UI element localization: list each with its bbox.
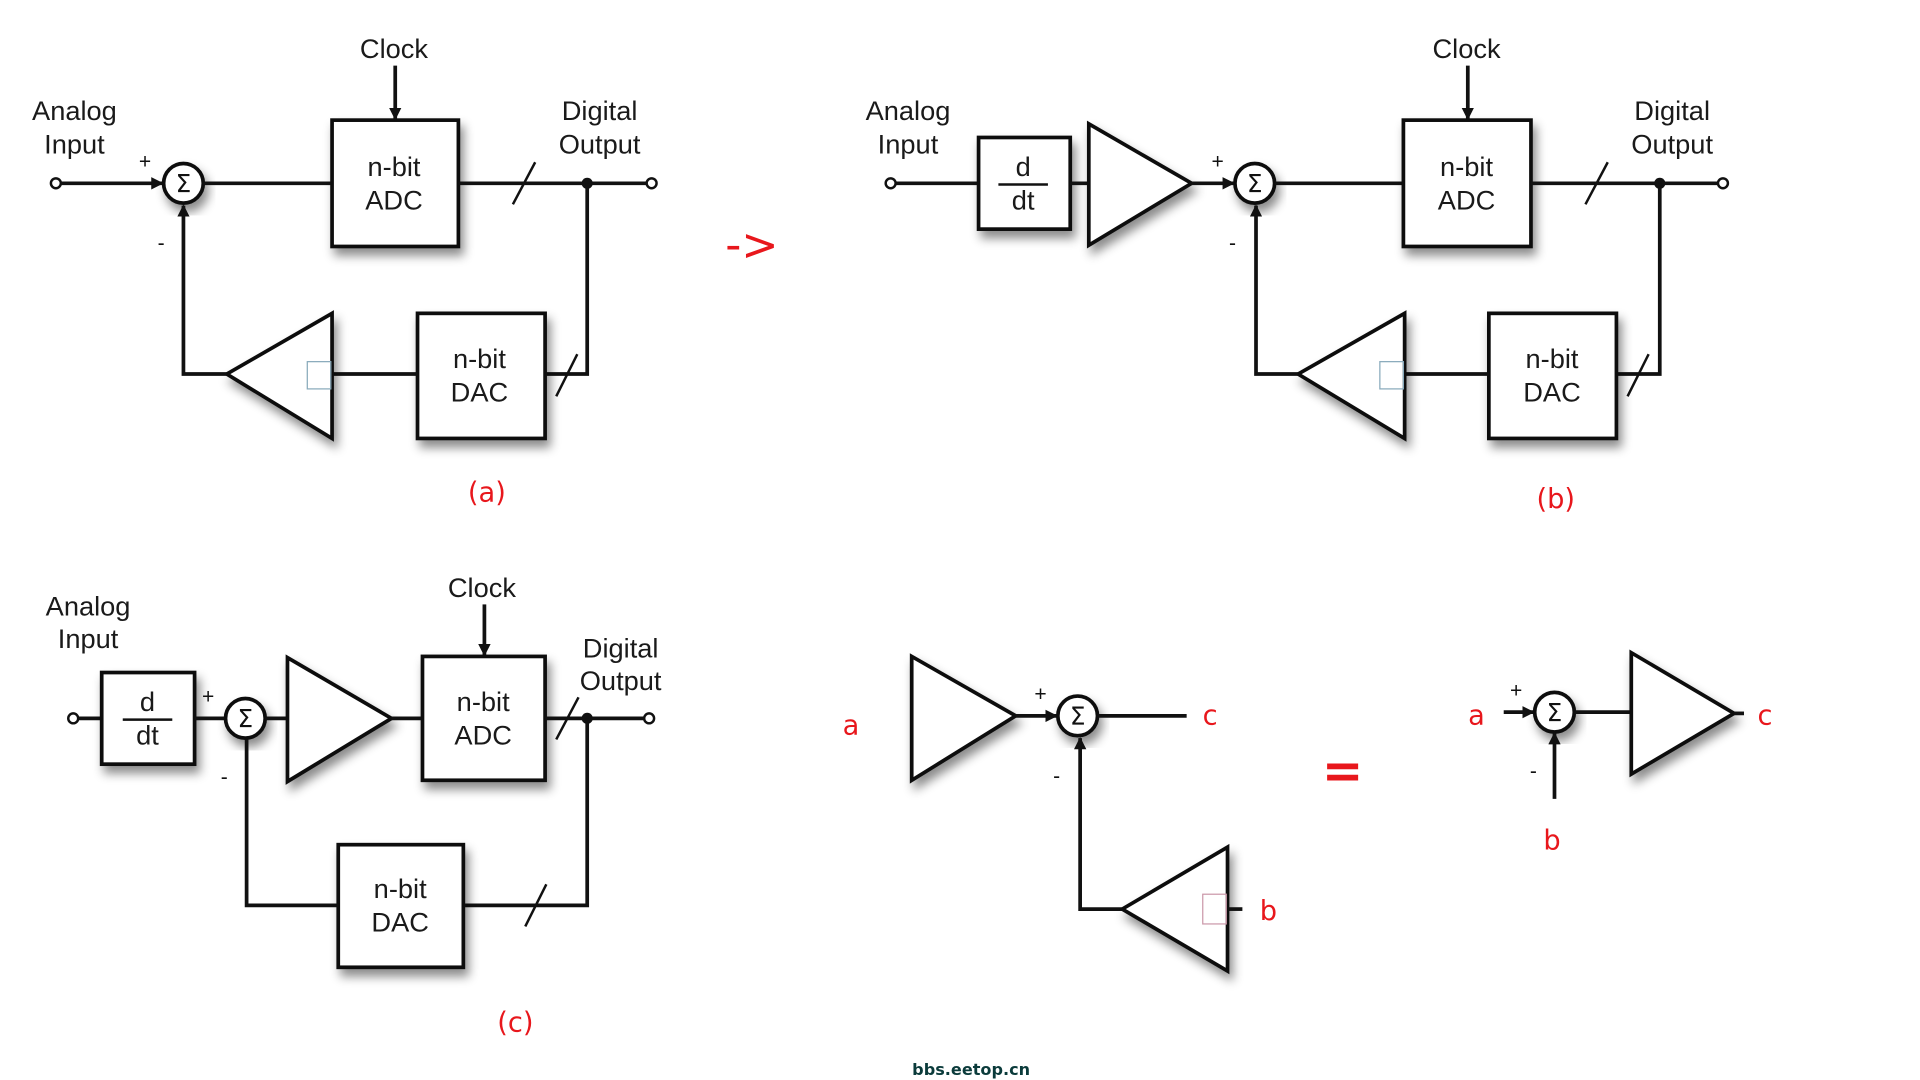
amp-marker-box — [306, 361, 332, 390]
analog-input-label: Analog — [32, 95, 117, 126]
feedback-wire — [1073, 736, 1123, 911]
bus-slash — [1626, 353, 1650, 397]
bus-slash — [524, 883, 548, 927]
amplifier-triangle — [909, 653, 1020, 784]
plus-sign: + — [1211, 150, 1223, 173]
feedback-wire — [1616, 183, 1662, 376]
adc-label-2: ADC — [1438, 184, 1496, 215]
adc-label-1: n-bit — [367, 151, 420, 182]
plus-sign: + — [139, 150, 151, 173]
label-b: (b) — [1536, 484, 1575, 515]
analog-input-label: Analog — [46, 591, 131, 622]
dac-label-2: DAC — [451, 376, 509, 407]
signal-a-label: a — [843, 710, 860, 741]
signal-c-label: c — [1758, 701, 1773, 732]
dac-block — [1486, 311, 1619, 441]
amp-marker-box — [1379, 361, 1405, 390]
amplifier-triangle — [1086, 120, 1196, 249]
clock-label: Clock — [1433, 33, 1501, 64]
minus-sign: - — [158, 232, 165, 255]
output-terminal — [642, 712, 656, 725]
ddt-numerator: d — [140, 686, 155, 717]
feedback-amplifier-triangle — [1118, 843, 1230, 975]
digital-output-label: Digital — [562, 95, 638, 126]
digital-output-label-2: Output — [580, 665, 662, 696]
digital-output-label: Digital — [583, 633, 659, 664]
dac-label-2: DAC — [371, 906, 429, 937]
analog-input-label: Analog — [866, 95, 951, 126]
bus-slash — [555, 353, 579, 397]
input-terminal — [884, 177, 897, 190]
label-a: (a) — [468, 478, 506, 509]
signal-a-label: a — [1468, 701, 1485, 732]
bus-slash — [511, 161, 537, 205]
feedback-amplifier-triangle — [1294, 310, 1407, 442]
transform-arrow: -> — [725, 219, 778, 271]
adc-label-1: n-bit — [1440, 151, 1493, 182]
analog-input-label-2: Input — [58, 623, 119, 654]
sigma-symbol: Σ — [1247, 169, 1263, 198]
watermark: bbs.eetop.cn — [912, 1060, 1030, 1079]
summer-circle — [223, 696, 268, 741]
adc-label-1: n-bit — [457, 686, 510, 717]
label-c: (c) — [497, 1008, 533, 1039]
signal-c-label: c — [1203, 701, 1218, 732]
signal-b-label: b — [1260, 896, 1277, 927]
digital-output-label-2: Output — [559, 129, 641, 160]
plus-sign: + — [202, 685, 214, 708]
amp-marker-box — [1202, 893, 1227, 925]
diagram-b: Analog Input d dt + - Σ Clock n-bit ADC … — [866, 33, 1730, 515]
input-terminal — [49, 177, 63, 190]
sigma-symbol: Σ — [238, 704, 254, 733]
ddt-denominator: dt — [136, 719, 159, 750]
plus-sign: + — [1034, 683, 1046, 706]
minus-sign: - — [1229, 232, 1236, 255]
sigma-symbol: Σ — [176, 169, 192, 198]
output-terminal — [1716, 177, 1730, 190]
clock-label: Clock — [360, 33, 428, 64]
ddt-denominator: dt — [1012, 184, 1035, 215]
feedback-wire — [545, 183, 590, 376]
diagram-a: Analog Input + - Σ Clock n-bit ADC Digit… — [32, 33, 658, 509]
adc-block — [1401, 118, 1533, 249]
diagram-c: Analog Input d dt + - Σ Clock n-bit ADC … — [46, 572, 662, 1039]
minus-sign: - — [1530, 760, 1537, 783]
amplifier-triangle — [1629, 649, 1738, 778]
sigma-symbol: Σ — [1547, 698, 1563, 727]
adc-block — [330, 118, 461, 249]
adc-label-2: ADC — [365, 184, 423, 215]
equivalence-right: a + - Σ b c — [1468, 649, 1773, 857]
feedback-amplifier-triangle — [223, 310, 334, 442]
dac-label-1: n-bit — [1526, 343, 1579, 374]
sigma-symbol: Σ — [1070, 702, 1086, 731]
equivalence-left: a + - Σ c b — [843, 653, 1277, 975]
digital-output-label-2: Output — [1631, 129, 1713, 160]
bus-slash — [1584, 161, 1609, 205]
output-terminal — [645, 177, 658, 190]
analog-input-label-2: Input — [878, 129, 939, 160]
dac-label-2: DAC — [1523, 376, 1581, 407]
feedback-wire — [1249, 204, 1299, 376]
ddt-numerator: d — [1016, 151, 1031, 182]
analog-input-label-2: Input — [44, 129, 105, 160]
bus-slash — [555, 696, 580, 740]
equals-sign: = — [1322, 742, 1364, 800]
minus-sign: - — [221, 766, 228, 789]
dac-label-1: n-bit — [453, 343, 506, 374]
feedback-wire — [177, 204, 227, 376]
adc-label-2: ADC — [454, 719, 512, 750]
feedback-wire — [244, 739, 339, 908]
clock-label: Clock — [448, 572, 516, 603]
minus-sign: - — [1053, 765, 1060, 788]
input-terminal — [67, 712, 80, 725]
digital-output-label: Digital — [1634, 95, 1710, 126]
adc-block — [420, 654, 547, 783]
signal-b-label: b — [1543, 826, 1560, 857]
feedback-wire — [463, 718, 590, 908]
amplifier-triangle — [285, 654, 396, 785]
plus-sign: + — [1510, 679, 1522, 702]
dac-label-1: n-bit — [374, 873, 427, 904]
